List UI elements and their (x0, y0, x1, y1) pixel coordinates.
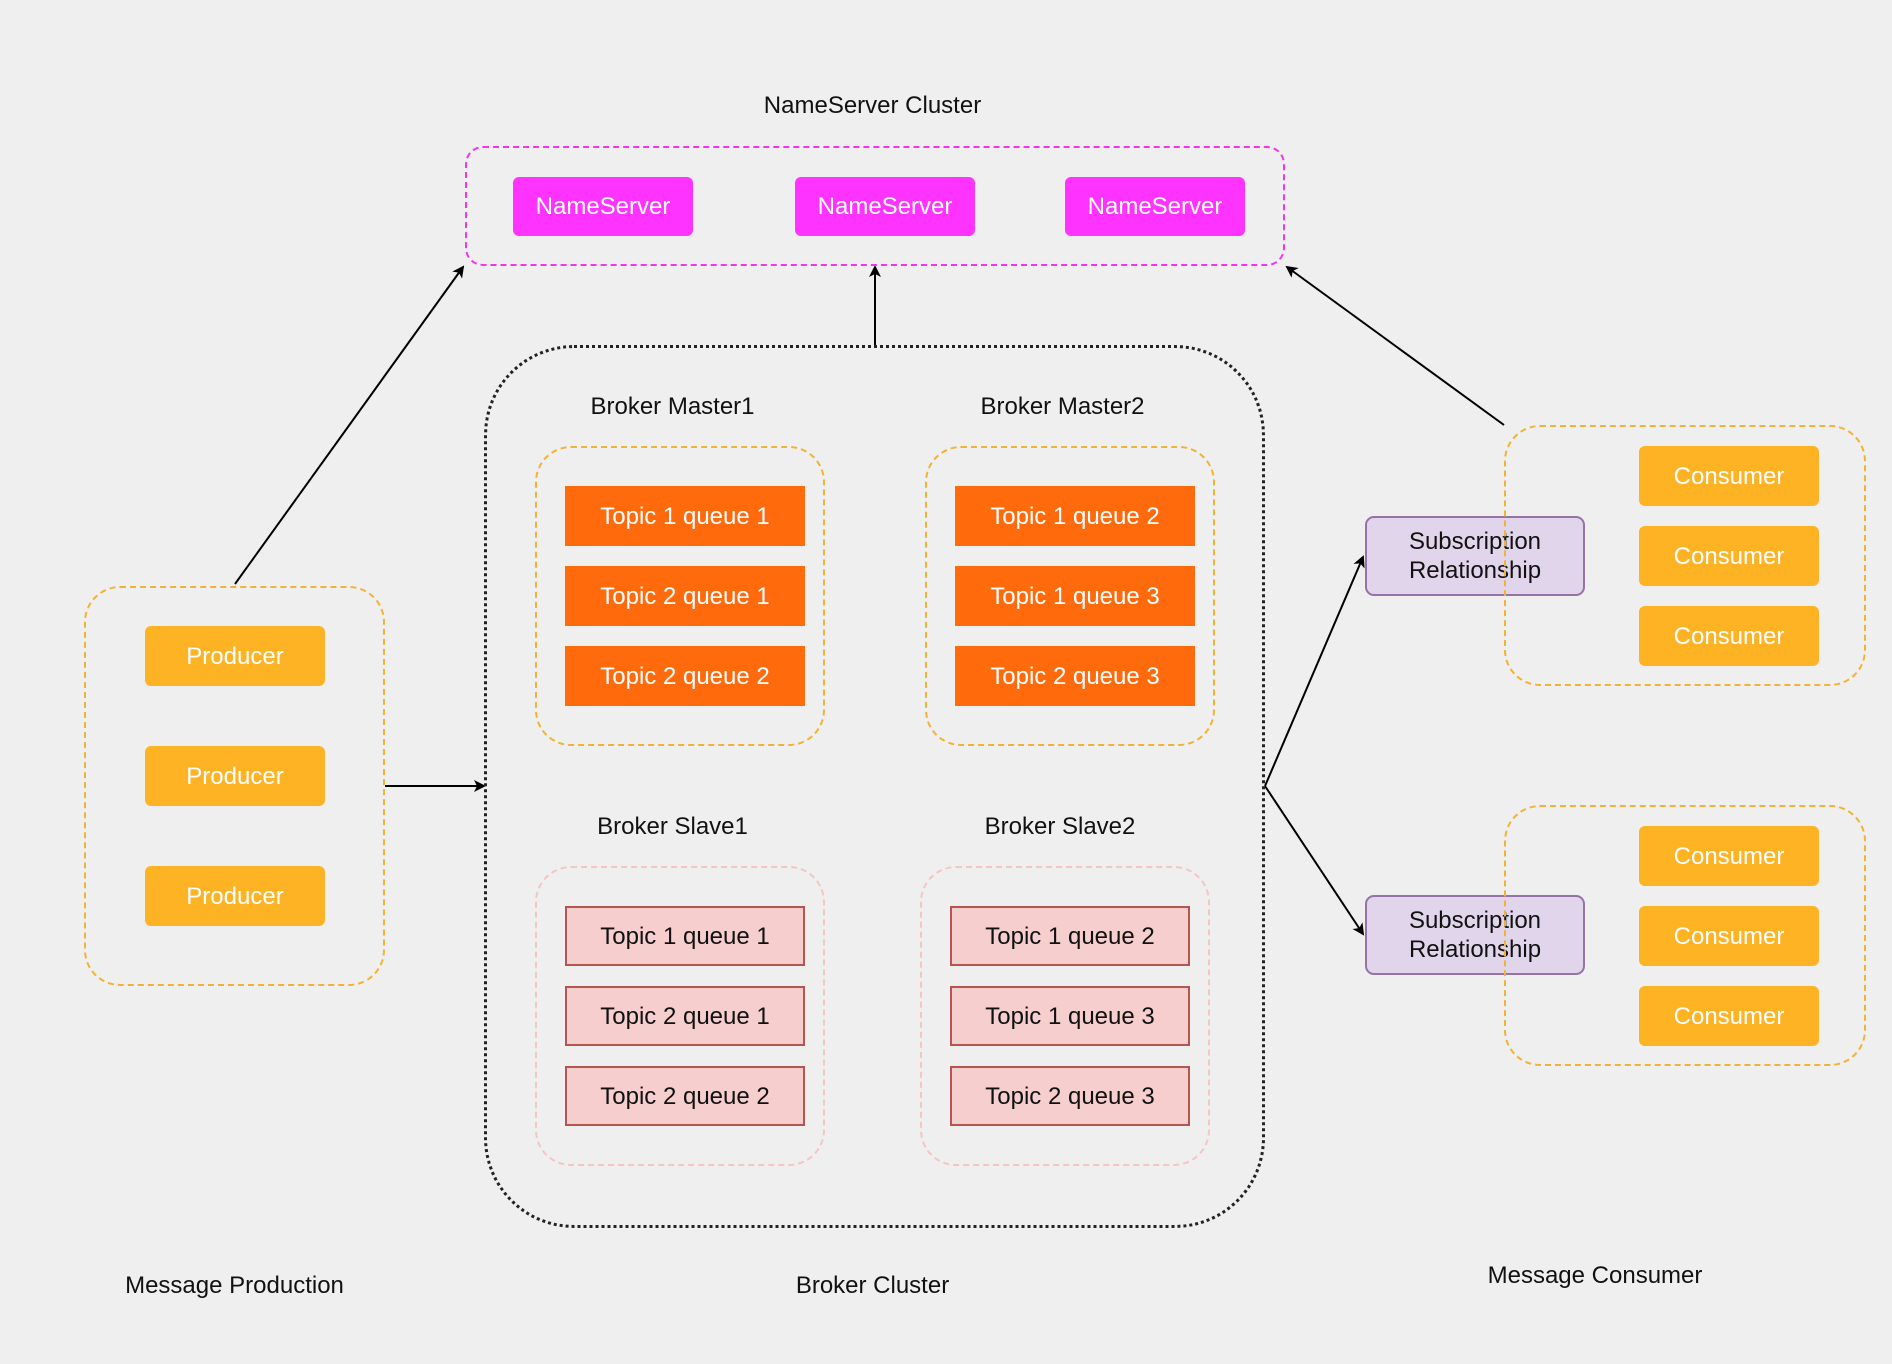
consumer-node: Consumer (1639, 986, 1819, 1046)
slave-queue: Topic 1 queue 3 (950, 986, 1190, 1046)
master-queue: Topic 2 queue 3 (955, 646, 1195, 706)
master-queue: Topic 1 queue 1 (565, 486, 805, 546)
nameserver-cluster-group (465, 146, 1285, 266)
consumer-node: Consumer (1639, 906, 1819, 966)
broker-slave1-title: Broker Slave1 (597, 813, 748, 840)
slave-queue: Topic 2 queue 3 (950, 1066, 1190, 1126)
producer-node: Producer (145, 866, 325, 926)
slave-queue: Topic 1 queue 2 (950, 906, 1190, 966)
producer-node: Producer (145, 746, 325, 806)
master-queue: Topic 2 queue 2 (565, 646, 805, 706)
master-queue: Topic 2 queue 1 (565, 566, 805, 626)
master-queue: Topic 1 queue 2 (955, 486, 1195, 546)
broker-slave1-group (535, 866, 825, 1166)
message-production-caption: Message Production (125, 1272, 344, 1299)
broker-slave2-group (920, 866, 1210, 1166)
message-consumer-caption: Message Consumer (1487, 1262, 1703, 1289)
broker-cluster-group (484, 345, 1265, 1228)
broker-to-subscription2-arrow (1264, 785, 1365, 936)
producer-to-nameserver-arrow (234, 265, 465, 585)
producer-group (84, 586, 385, 986)
subscription-relationship-node: Subscription Relationship (1365, 895, 1585, 975)
slave-queue: Topic 2 queue 1 (565, 986, 805, 1046)
nameserver-cluster-title: NameServer Cluster (763, 92, 982, 119)
subscription-relationship-node: Subscription Relationship (1365, 516, 1585, 596)
consumer-group-1 (1504, 425, 1866, 686)
broker-master2-title: Broker Master2 (980, 393, 1145, 420)
consumer-node: Consumer (1639, 446, 1819, 506)
broker-cluster-caption: Broker Cluster (795, 1272, 950, 1299)
nameserver-node: NameServer (795, 177, 975, 236)
broker-slave2-title: Broker Slave2 (984, 813, 1136, 840)
master-queue: Topic 1 queue 3 (955, 566, 1195, 626)
nameserver-node: NameServer (513, 177, 693, 236)
consumer-node: Consumer (1639, 526, 1819, 586)
consumer-to-nameserver-arrow (1285, 265, 1505, 426)
broker-master1-title: Broker Master1 (590, 393, 755, 420)
slave-queue: Topic 1 queue 1 (565, 906, 805, 966)
consumer-group-2 (1504, 805, 1866, 1066)
broker-to-subscription1-arrow (1264, 555, 1365, 787)
broker-master1-group (535, 446, 825, 746)
consumer-node: Consumer (1639, 606, 1819, 666)
producer-node: Producer (145, 626, 325, 686)
consumer-node: Consumer (1639, 826, 1819, 886)
broker-master2-group (925, 446, 1215, 746)
slave-queue: Topic 2 queue 2 (565, 1066, 805, 1126)
nameserver-node: NameServer (1065, 177, 1245, 236)
